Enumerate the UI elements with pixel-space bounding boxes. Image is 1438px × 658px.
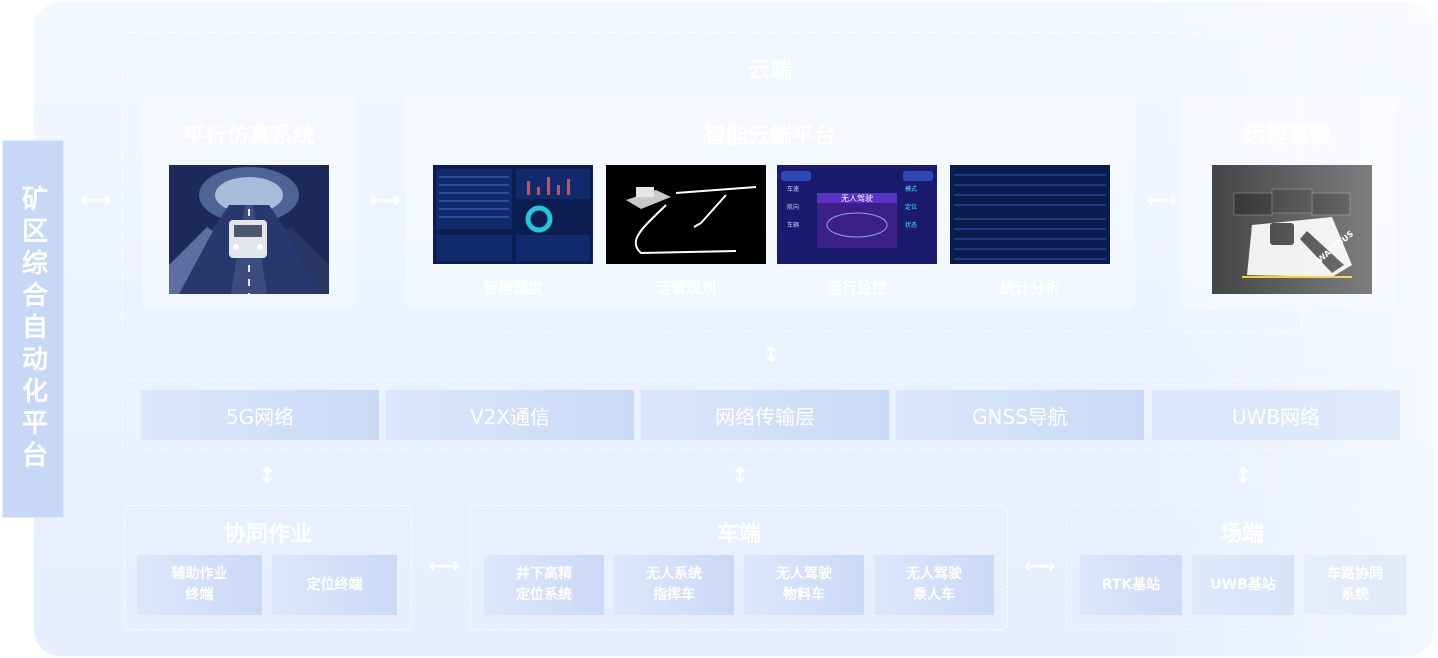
box-line: 无人系统 xyxy=(646,566,702,582)
bidirectional-arrow-icon: ⟷ xyxy=(369,188,401,213)
network-transport: 网络传输层 xyxy=(641,390,889,440)
network-5g: 5G网络 xyxy=(141,390,379,440)
monitor-tile: 车速 xyxy=(787,185,799,193)
vertical-arrow-icon: ↕ xyxy=(258,464,277,489)
parallel-sim-title: 平行仿真系统 xyxy=(182,124,315,149)
collab-frame xyxy=(124,505,412,630)
statistics-screen-image xyxy=(950,165,1110,264)
screen-label-planning: 运营规划 xyxy=(655,279,716,297)
monitor-tile: 航向 xyxy=(787,203,799,211)
monitor-screen-image: 无人驾驶 车速 航向 车辆 模式 定位 状态 xyxy=(777,165,937,264)
remote-cab-image: WAYTOUS xyxy=(1212,165,1372,294)
screen-label-statistics: 统计分析 xyxy=(999,279,1060,297)
monitor-tile: 状态 xyxy=(905,221,917,229)
bidirectional-arrow-icon: ⟷ xyxy=(80,188,112,213)
vehicle-item-command: 无人系统 指挥车 xyxy=(614,555,734,615)
field-title: 场端 xyxy=(1219,522,1264,547)
vehicle-item-passenger: 无人驾驶 乘人车 xyxy=(874,555,994,615)
box-line: 定位终端 xyxy=(306,576,363,593)
network-uwb: UWB网络 xyxy=(1152,390,1400,440)
box-line: 车路协同 xyxy=(1327,566,1383,582)
box-line: 无人驾驶 xyxy=(906,566,962,582)
bidirectional-arrow-icon: ⟷ xyxy=(1024,554,1056,579)
box-line: UWB基站 xyxy=(1210,576,1276,593)
vehicle-title: 车端 xyxy=(716,522,761,547)
box-line: 系统 xyxy=(1341,587,1369,603)
field-item-v2x: 车路协同 系统 xyxy=(1304,555,1406,615)
vehicle-item-material: 无人驾驶 物料车 xyxy=(744,555,864,615)
monitor-tile: 模式 xyxy=(905,185,917,193)
planning-screen-image xyxy=(606,165,766,264)
box-line: 物料车 xyxy=(783,587,825,603)
monitor-tile: 车辆 xyxy=(787,221,799,229)
box-line: 定位系统 xyxy=(516,587,572,603)
box-line: 无人驾驶 xyxy=(776,566,832,582)
collab-item-aux-terminal: 辅助作业 终端 xyxy=(137,555,262,615)
field-item-uwb: UWB基站 xyxy=(1192,555,1294,615)
cloud-title: 云端 xyxy=(747,58,792,83)
box-line: 终端 xyxy=(185,587,214,603)
bidirectional-arrow-icon: ⟷ xyxy=(1146,188,1178,213)
vertical-arrow-icon: ↕ xyxy=(762,343,781,368)
box-line: 井下高精 xyxy=(516,566,572,582)
bidirectional-arrow-icon: ⟷ xyxy=(428,554,460,579)
dispatch-screen-image xyxy=(433,165,593,264)
remote-title: 远程驾驶 xyxy=(1243,124,1332,149)
box-line: 指挥车 xyxy=(653,587,695,603)
network-gnss: GNSS导航 xyxy=(896,390,1144,440)
network-v2x: V2X通信 xyxy=(386,390,634,440)
vertical-arrow-icon: ↕ xyxy=(1234,464,1253,489)
tunnel-simulation-image xyxy=(169,165,329,294)
box-line: 乘人车 xyxy=(913,587,955,603)
vertical-arrow-icon: ↕ xyxy=(731,464,750,489)
collab-title: 协同作业 xyxy=(223,522,312,547)
collab-item-positioning-terminal: 定位终端 xyxy=(272,555,397,615)
box-line: RTK基站 xyxy=(1101,576,1161,593)
platform-title: 矿区综合自动化平台 xyxy=(2,140,64,518)
field-item-rtk: RTK基站 xyxy=(1080,555,1182,615)
screen-label-monitor: 运行监控 xyxy=(826,279,887,297)
vehicle-frame xyxy=(470,505,1008,630)
monitor-tile: 定位 xyxy=(905,203,917,211)
screen-label-dispatch: 智能调度 xyxy=(482,279,543,297)
smart-platform-title: 智能云端平台 xyxy=(703,124,836,149)
monitor-banner: 无人驾驶 xyxy=(841,193,873,203)
vehicle-item-positioning: 井下高精 定位系统 xyxy=(484,555,604,615)
box-line: 辅助作业 xyxy=(171,566,228,582)
